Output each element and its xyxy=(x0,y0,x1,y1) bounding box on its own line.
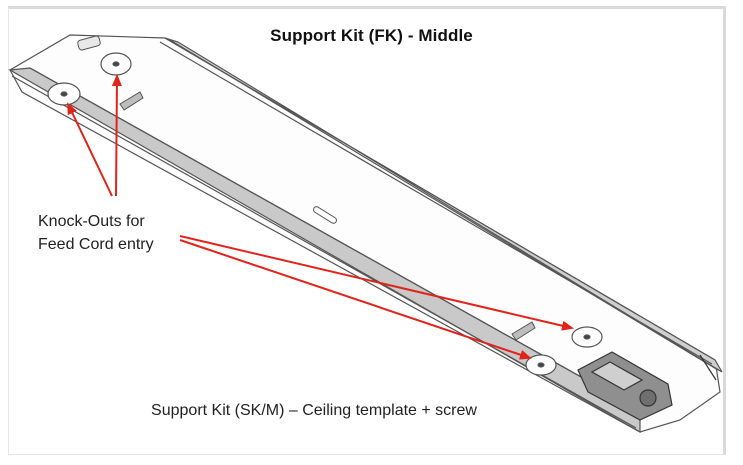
arrow-to-knock-out-3 xyxy=(179,235,574,331)
knock-out-1 xyxy=(47,82,81,106)
centre-slot xyxy=(313,206,337,224)
callout-line-2: Feed Cord entry xyxy=(38,236,154,253)
arrow-to-knock-out-4 xyxy=(179,239,532,360)
knock-out-3 xyxy=(571,326,603,348)
knock-out-2 xyxy=(100,52,132,76)
callout-line-1: Knock-Outs for xyxy=(38,213,145,230)
knock-outs-callout: Knock-Outs for Feed Cord entry xyxy=(38,210,154,256)
arrow-to-knock-out-2 xyxy=(111,74,122,197)
bracket-left xyxy=(119,91,144,111)
ceiling-template-connector xyxy=(577,351,717,421)
knock-out-4 xyxy=(525,354,557,376)
arrows xyxy=(67,74,574,360)
arrow-to-knock-out-1 xyxy=(67,102,113,197)
end-tab-left xyxy=(77,35,101,51)
diagram-title: Support Kit (FK) - Middle xyxy=(270,26,473,45)
support-kit-caption: Support Kit (SK/M) – Ceiling template + … xyxy=(151,402,477,419)
bracket-right xyxy=(511,321,536,341)
